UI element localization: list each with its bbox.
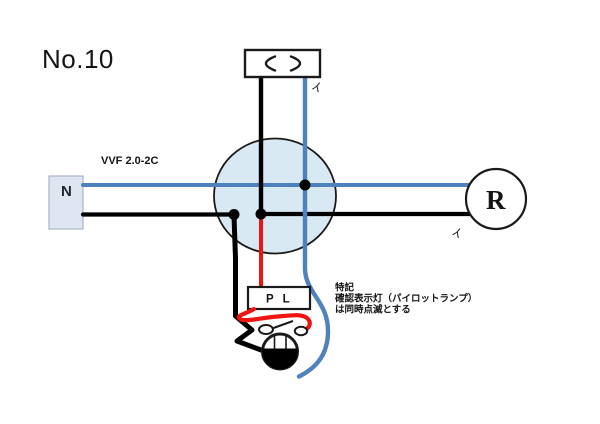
wire-red-jumper	[236, 306, 312, 334]
page-title: No.10	[42, 44, 114, 74]
wire-neutral-vertical	[296, 74, 331, 379]
ceiling-rosette-box	[243, 48, 322, 79]
power-source-label: N	[61, 183, 72, 200]
rosette-left-bracket-icon	[264, 55, 277, 72]
pilot-lamp-label: P L	[266, 294, 293, 306]
circuit-label-receptacle: イ	[450, 228, 463, 242]
junction-dot-neutral	[299, 179, 311, 191]
switch-blade	[273, 320, 294, 329]
note-line-1: 特記	[335, 282, 355, 294]
wire-hot-to-switch	[231, 213, 264, 353]
circuit-label-ceiling: イ	[310, 82, 324, 96]
rosette-right-bracket-icon	[289, 55, 302, 72]
switch-terminal-right	[293, 325, 309, 337]
power-source-box	[48, 175, 84, 230]
pilot-lamp-box	[246, 285, 312, 311]
switch-terminal-left	[258, 324, 274, 335]
cable-type-label: VVF 2.0-2C	[101, 155, 159, 167]
note-line-3: は同時点滅とする	[335, 304, 411, 316]
note-line-2: 確認表示灯（パイロットランプ）	[335, 293, 477, 305]
lamp-receptacle-circle	[464, 167, 528, 231]
junction-dot-hot	[228, 209, 240, 220]
lamp-receptacle-label: R	[486, 185, 506, 215]
switch-body-base	[262, 348, 298, 370]
junction-dot-switched	[255, 208, 267, 220]
